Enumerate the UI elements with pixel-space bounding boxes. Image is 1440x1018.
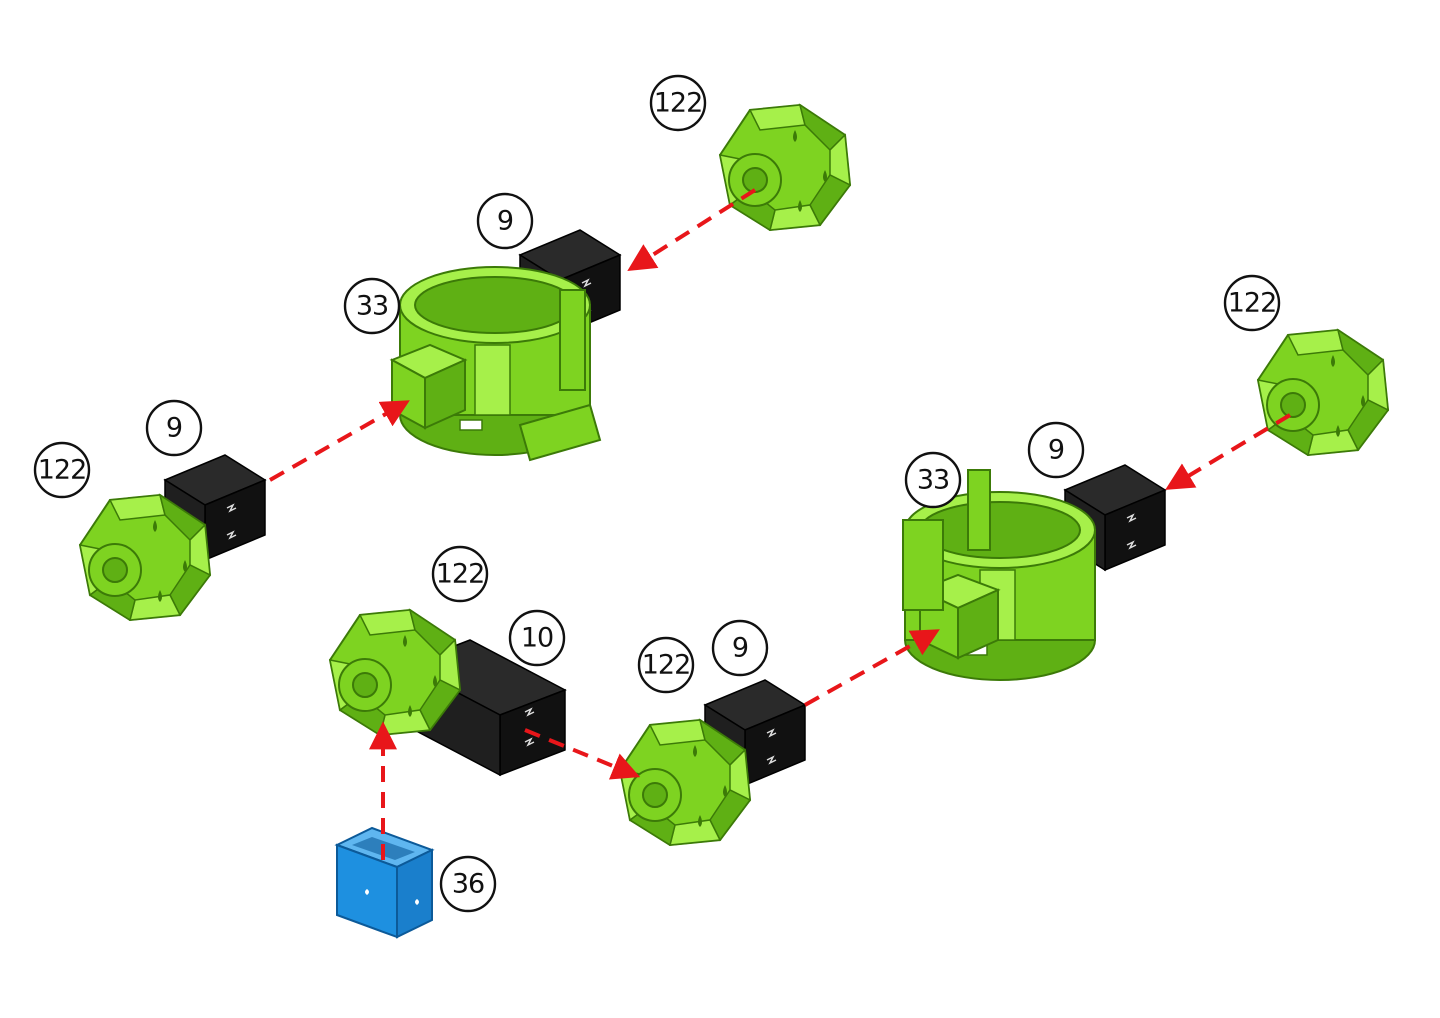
callout-c3: 33 [345, 279, 399, 333]
callout-c4: 122 [1225, 276, 1279, 330]
hub-part-122-right [1258, 330, 1388, 455]
hub-part-122-top [720, 105, 850, 230]
svg-text:33: 33 [356, 291, 388, 322]
svg-text:10: 10 [521, 623, 553, 654]
svg-text:33: 33 [917, 465, 949, 496]
callout-c14: 36 [441, 857, 495, 911]
callout-c6: 122 [35, 443, 89, 497]
svg-text:9: 9 [732, 633, 748, 664]
callout-c1: 122 [651, 76, 705, 130]
svg-text:9: 9 [1048, 435, 1064, 466]
svg-text:9: 9 [166, 413, 182, 444]
svg-text:36: 36 [452, 869, 484, 900]
callout-c12: 122 [639, 638, 693, 692]
callout-c13: 9 [713, 621, 767, 675]
svg-text:122: 122 [642, 650, 691, 681]
svg-text:9: 9 [497, 206, 513, 237]
svg-text:122: 122 [654, 88, 703, 119]
callout-c7: 9 [1029, 423, 1083, 477]
callout-c2: 9 [478, 194, 532, 248]
hub-part-122-middle-left [330, 610, 460, 735]
svg-text:122: 122 [436, 559, 485, 590]
callout-c5: 9 [147, 401, 201, 455]
callout-c11: 10 [510, 611, 564, 665]
callout-c8: 33 [906, 453, 960, 507]
svg-text:122: 122 [1228, 288, 1277, 319]
callout-c10: 122 [433, 547, 487, 601]
arrow-left-tube-to-clamp [270, 403, 405, 480]
svg-text:122: 122 [38, 455, 87, 486]
